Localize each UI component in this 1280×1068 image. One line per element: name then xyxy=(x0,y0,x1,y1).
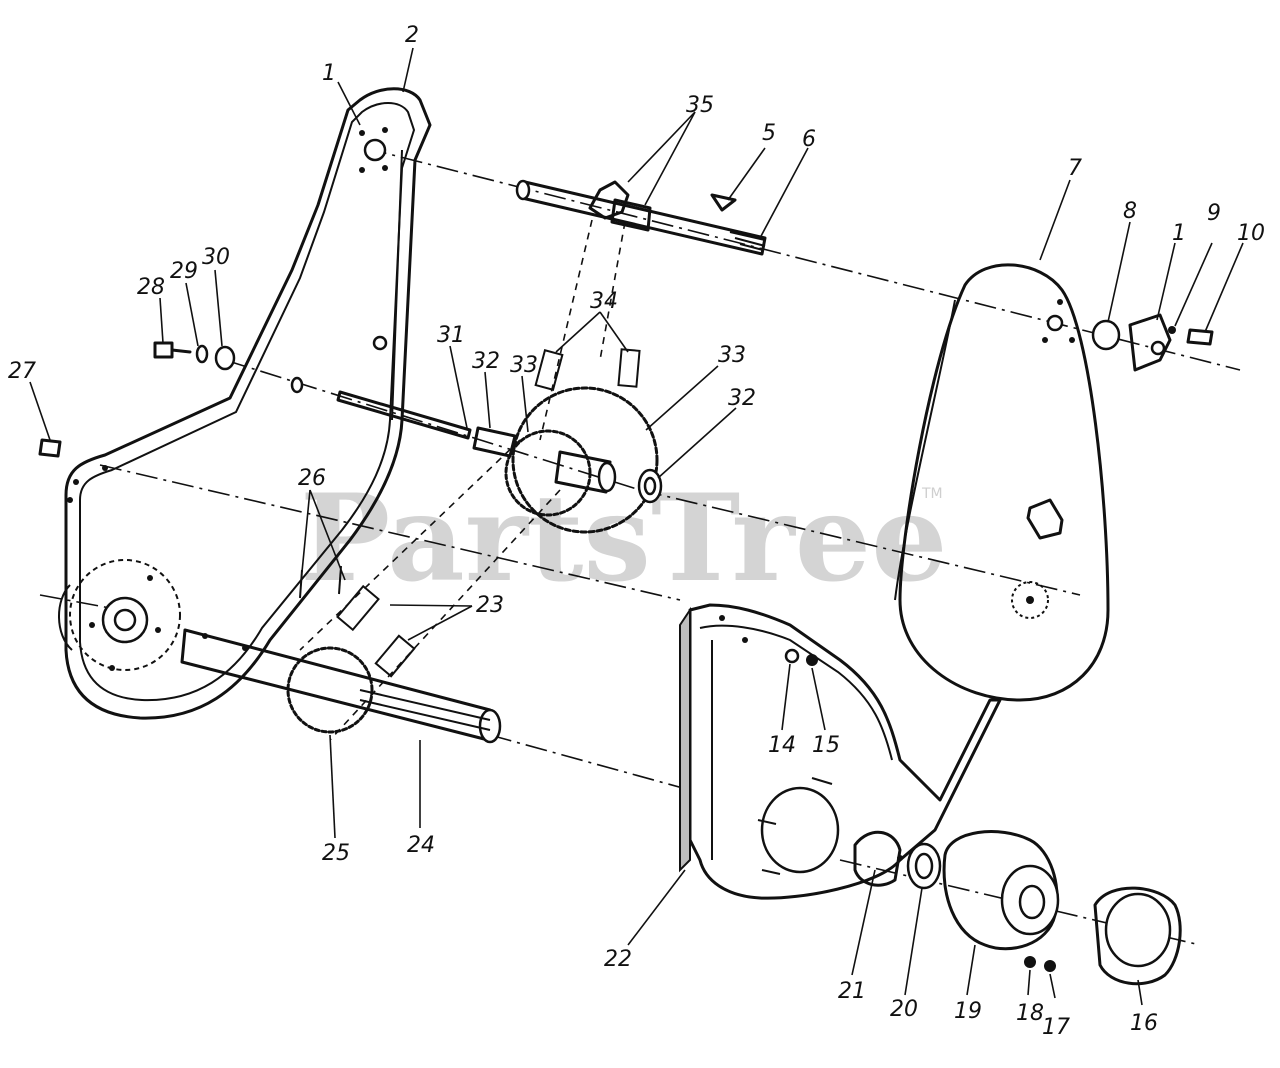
callout-33-left: 33 xyxy=(510,353,538,378)
callout-31: 31 xyxy=(437,323,465,348)
callout-33-right: 33 xyxy=(718,343,746,368)
callout-24: 24 xyxy=(407,833,435,858)
callout-23: 23 xyxy=(476,593,504,618)
callouts: 1 2 35 5 6 7 8 1 9 10 28 29 30 27 34 31 … xyxy=(8,23,1265,1040)
chain-case-cover xyxy=(894,263,1110,702)
callout-9: 9 xyxy=(1207,201,1221,226)
callout-15: 15 xyxy=(812,733,840,758)
callout-35: 35 xyxy=(686,93,714,118)
key xyxy=(710,193,737,212)
washer-14 xyxy=(784,648,800,664)
bearing-8 xyxy=(1091,319,1121,351)
lockwasher-29 xyxy=(195,344,209,364)
chains xyxy=(299,219,641,741)
callout-32-right: 32 xyxy=(728,386,756,411)
cover-bracket xyxy=(1026,498,1064,540)
callout-28: 28 xyxy=(137,275,165,300)
chain-link-23b xyxy=(374,634,416,678)
callout-29: 29 xyxy=(170,259,198,284)
callout-27: 27 xyxy=(8,359,36,384)
callout-10: 10 xyxy=(1237,221,1265,246)
large-sprocket xyxy=(511,386,659,534)
callout-25: 25 xyxy=(322,841,350,866)
nut-17 xyxy=(1044,960,1056,972)
bushing-21 xyxy=(853,830,902,887)
watermark: PartsTree TM xyxy=(300,468,947,609)
callout-18: 18 xyxy=(1016,1001,1044,1026)
callout-1-upper-left: 1 xyxy=(322,61,336,86)
callout-30: 30 xyxy=(202,245,230,270)
hardware xyxy=(38,313,1214,986)
bolt-28 xyxy=(153,341,174,359)
callout-26: 26 xyxy=(298,466,326,491)
chain-link-34a xyxy=(534,349,564,391)
callout-7: 7 xyxy=(1068,156,1082,181)
callout-20: 20 xyxy=(890,997,918,1022)
watermark-trademark: TM xyxy=(921,486,943,502)
upper-bearing-hole xyxy=(363,138,387,162)
callout-21: 21 xyxy=(838,979,866,1004)
right-chain-case xyxy=(679,603,1002,900)
middle-shaft-assembly xyxy=(290,376,663,534)
callout-16: 16 xyxy=(1130,1011,1158,1036)
lower-sprocket xyxy=(286,646,374,734)
washer-30 xyxy=(214,345,236,371)
callout-2: 2 xyxy=(405,23,419,48)
axle-opening xyxy=(760,786,840,874)
screw-27 xyxy=(38,438,62,458)
leader-lines xyxy=(29,47,1244,1006)
callout-5: 5 xyxy=(762,121,776,146)
lower-shaft-assembly xyxy=(180,628,502,744)
upper-sprocket xyxy=(588,180,630,220)
cap-16 xyxy=(1093,886,1182,986)
bearing-flange xyxy=(1128,313,1172,372)
callout-8: 8 xyxy=(1123,199,1137,224)
callout-17: 17 xyxy=(1042,1015,1070,1040)
lockwasher-18 xyxy=(1024,956,1036,968)
case-nut xyxy=(372,335,388,351)
nut-9 xyxy=(1168,326,1176,334)
callout-1-right: 1 xyxy=(1172,221,1186,246)
callout-19: 19 xyxy=(954,999,982,1024)
chain-link-34b xyxy=(617,348,641,388)
callout-32-left: 32 xyxy=(472,349,500,374)
upper-shaft-assembly xyxy=(515,179,767,256)
callout-22: 22 xyxy=(604,947,632,972)
watermark-text: PartsTree xyxy=(300,468,947,609)
small-sprocket xyxy=(504,429,592,517)
bolt-10 xyxy=(1186,328,1214,346)
left-chain-case xyxy=(58,87,432,720)
callout-6: 6 xyxy=(802,127,816,152)
callout-14: 14 xyxy=(768,733,796,758)
callout-34: 34 xyxy=(590,289,618,314)
chain-link-23a xyxy=(336,584,380,632)
nut-15 xyxy=(806,654,818,666)
